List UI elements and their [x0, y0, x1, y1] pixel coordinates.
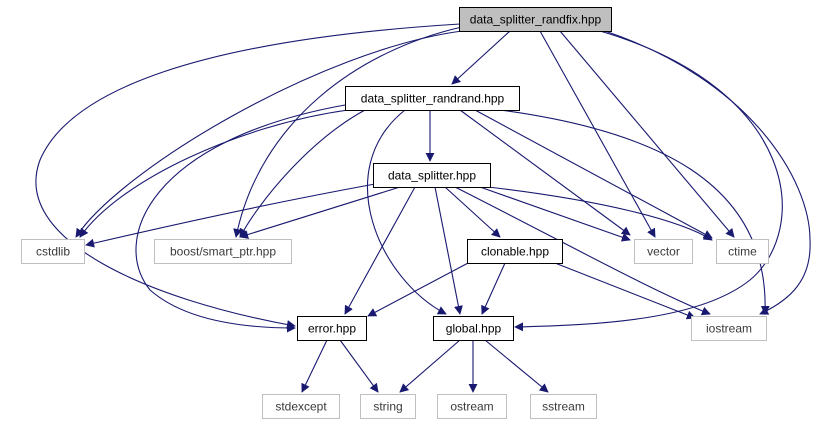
edge-randrand-to-ctime — [474, 109, 713, 239]
edge-splitter-to-clonable — [444, 186, 501, 238]
edge-randrand-to-iostream — [499, 109, 770, 315]
edge-randfix-to-cstdlib — [75, 30, 463, 238]
node-error[interactable]: error.hpp — [297, 316, 367, 341]
edge-randfix-to-ctime — [559, 30, 735, 238]
node-box-ostream — [437, 394, 507, 419]
node-label-stdexcept: stdexcept — [275, 400, 327, 414]
edge-splitter-to-error — [344, 186, 416, 315]
node-label-error: error.hpp — [308, 322, 356, 336]
node-box-clonable — [467, 239, 563, 264]
node-label-ostream: ostream — [450, 400, 493, 414]
node-box-randrand — [345, 86, 520, 111]
node-box-cstdlib — [21, 239, 85, 264]
edge-randrand-to-error — [135, 104, 346, 333]
node-box-error — [297, 316, 367, 341]
edge-splitter-to-iostream — [454, 186, 711, 316]
node-iostream: iostream — [691, 316, 767, 341]
node-label-string: string — [373, 400, 402, 414]
node-box-global — [433, 316, 514, 341]
node-sstream: sstream — [530, 394, 597, 419]
edge-randfix-to-smartptr — [233, 26, 463, 238]
edge-splitter-to-vector — [479, 186, 631, 242]
node-randfix[interactable]: data_splitter_randfix.hpp — [459, 7, 612, 32]
edge-randfix-to-iostream — [604, 30, 811, 315]
node-label-vector: vector — [647, 245, 680, 259]
edge-randfix-to-error — [35, 23, 461, 329]
edge-error-to-string — [339, 339, 379, 393]
node-label-global: global.hpp — [446, 322, 502, 336]
edge-clonable-to-global — [481, 262, 506, 315]
node-label-cstdlib: cstdlib — [36, 245, 70, 259]
edge-global-to-string — [399, 339, 461, 393]
node-splitter[interactable]: data_splitter.hpp — [373, 163, 491, 188]
node-randrand[interactable]: data_splitter_randrand.hpp — [345, 86, 520, 111]
node-label-clonable: clonable.hpp — [481, 245, 549, 259]
node-box-stdexcept — [262, 394, 340, 419]
node-global[interactable]: global.hpp — [433, 316, 514, 341]
edge-splitter-to-ctime — [487, 186, 713, 241]
node-label-ctime: ctime — [728, 245, 757, 259]
node-vector: vector — [634, 239, 693, 264]
node-box-sstream — [530, 394, 597, 419]
node-clonable[interactable]: clonable.hpp — [467, 239, 563, 264]
edge-global-to-sstream — [484, 339, 549, 393]
edge-splitter-to-global — [434, 186, 463, 315]
edge-splitter-to-smartptr — [239, 186, 401, 239]
dependency-nodes: data_splitter_randfix.hpp data_splitter_r… — [21, 7, 769, 419]
node-label-randrand: data_splitter_randrand.hpp — [361, 92, 505, 106]
edge-randfix-to-vector — [539, 30, 656, 238]
node-smartptr: boost/smart_ptr.hpp — [154, 239, 292, 264]
node-box-randfix — [459, 7, 612, 32]
edge-randrand-to-cstdlib — [79, 109, 349, 238]
node-box-ctime — [716, 239, 769, 264]
edge-randrand-to-vector — [459, 109, 631, 236]
edge-randrand-to-smartptr — [239, 109, 366, 238]
edge-randfix-to-global — [514, 30, 783, 332]
node-box-string — [360, 394, 416, 419]
node-ostream: ostream — [437, 394, 507, 419]
edge-randrand-to-global — [367, 109, 447, 315]
node-box-vector — [634, 239, 693, 264]
node-stdexcept: stdexcept — [262, 394, 340, 419]
edge-clonable-to-error — [367, 261, 471, 317]
node-box-iostream — [691, 316, 767, 341]
edge-clonable-to-iostream — [554, 262, 696, 320]
node-string: string — [360, 394, 416, 419]
node-label-iostream: iostream — [706, 322, 752, 336]
node-label-sstream: sstream — [542, 400, 585, 414]
dependency-edges — [35, 23, 811, 393]
edge-splitter-to-cstdlib — [85, 183, 376, 248]
node-box-smartptr — [154, 239, 292, 264]
node-box-splitter — [373, 163, 491, 188]
node-label-smartptr: boost/smart_ptr.hpp — [170, 245, 276, 259]
edge-error-to-stdexcept — [301, 339, 328, 393]
edge-randfix-to-randrand — [451, 30, 511, 85]
node-ctime: ctime — [716, 239, 769, 264]
node-cstdlib: cstdlib — [21, 239, 85, 264]
node-label-splitter: data_splitter.hpp — [388, 169, 476, 183]
node-label-randfix: data_splitter_randfix.hpp — [470, 13, 602, 27]
